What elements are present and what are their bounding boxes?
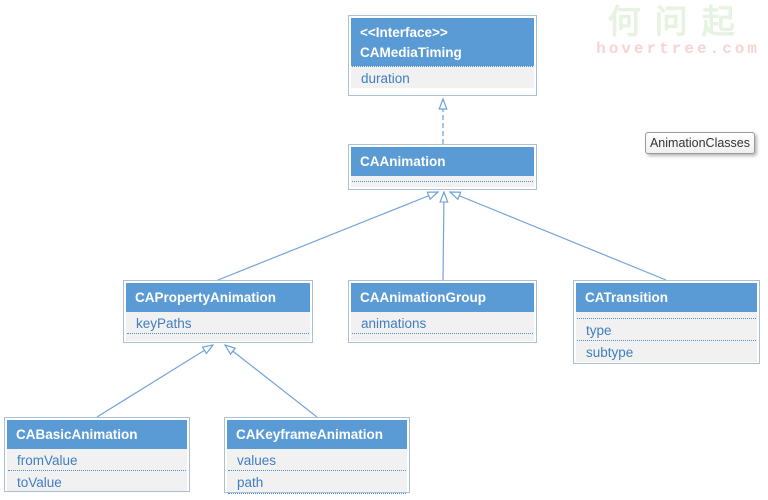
class-name: CAAnimation xyxy=(360,154,446,169)
watermark-url: hovertree.com xyxy=(596,40,760,59)
class-box-caanimation: CAAnimation xyxy=(348,144,537,190)
attribute-tovalue: toValue xyxy=(17,475,62,491)
compartment-separator xyxy=(577,317,756,319)
attribute-animations: animations xyxy=(361,315,427,331)
class-name: CAKeyframeAnimation xyxy=(236,427,384,442)
compartment-separator xyxy=(352,333,533,335)
attribute-path: path xyxy=(237,475,264,491)
class-header: <<Interface>> CAMediaTiming xyxy=(351,18,534,67)
watermark: 何问起 hovertree.com xyxy=(596,3,760,59)
class-header: CATransition xyxy=(576,283,757,312)
attribute-duration: duration xyxy=(361,71,410,87)
class-name: CATransition xyxy=(585,290,669,305)
class-header: CAAnimation xyxy=(351,147,534,176)
class-header: CABasicAnimation xyxy=(7,420,187,449)
class-box-camediatiming: <<Interface>> CAMediaTiming duration xyxy=(348,15,537,96)
class-name: CAMediaTiming xyxy=(360,44,462,60)
compartment-separator xyxy=(352,66,533,68)
class-box-catransition: CATransition type subtype xyxy=(573,280,760,364)
class-body: type subtype xyxy=(576,311,757,362)
compartment-separator xyxy=(352,180,533,182)
compartment-separator xyxy=(228,470,406,472)
class-body: duration xyxy=(351,66,534,89)
compartment-separator xyxy=(228,492,406,494)
generalization-arrow-catransition xyxy=(450,192,667,281)
generalization-arrow-cakeyframeanimation xyxy=(225,345,318,418)
class-header: CAPropertyAnimation xyxy=(126,283,310,312)
attribute-subtype: subtype xyxy=(586,345,634,361)
generalization-arrow-caanimationgroup xyxy=(443,192,444,281)
class-body: animations xyxy=(351,311,534,341)
attribute-type: type xyxy=(586,322,612,338)
attribute-values: values xyxy=(237,452,277,468)
class-body: values path xyxy=(227,448,407,494)
class-name: CABasicAnimation xyxy=(16,427,138,442)
class-name: CAPropertyAnimation xyxy=(135,290,277,305)
class-header: CAKeyframeAnimation xyxy=(227,420,407,449)
generalization-arrow-cabasicanimation xyxy=(96,345,213,418)
generalization-arrow-capropertyanimation xyxy=(217,192,438,281)
class-box-cabasicanimation: CABasicAnimation fromValue toValue xyxy=(4,417,190,492)
class-box-caanimationgroup: CAAnimationGroup animations xyxy=(348,280,537,343)
compartment-separator xyxy=(577,340,756,342)
class-box-cakeyframeanimation: CAKeyframeAnimation values path xyxy=(224,417,410,494)
watermark-title: 何问起 xyxy=(607,3,749,40)
diagram-tab-animationclasses[interactable]: AnimationClasses xyxy=(645,132,755,154)
class-body xyxy=(351,175,534,187)
attribute-fromvalue: fromValue xyxy=(17,452,78,468)
class-body: keyPaths xyxy=(126,311,310,341)
class-box-capropertyanimation: CAPropertyAnimation keyPaths xyxy=(123,280,313,343)
compartment-separator xyxy=(8,470,186,472)
attribute-keypaths: keyPaths xyxy=(136,315,192,331)
class-body: fromValue toValue xyxy=(7,448,187,491)
class-header: CAAnimationGroup xyxy=(351,283,534,312)
class-name: CAAnimationGroup xyxy=(360,290,486,305)
compartment-separator xyxy=(127,333,309,335)
class-stereotype: <<Interface>> xyxy=(360,25,448,40)
